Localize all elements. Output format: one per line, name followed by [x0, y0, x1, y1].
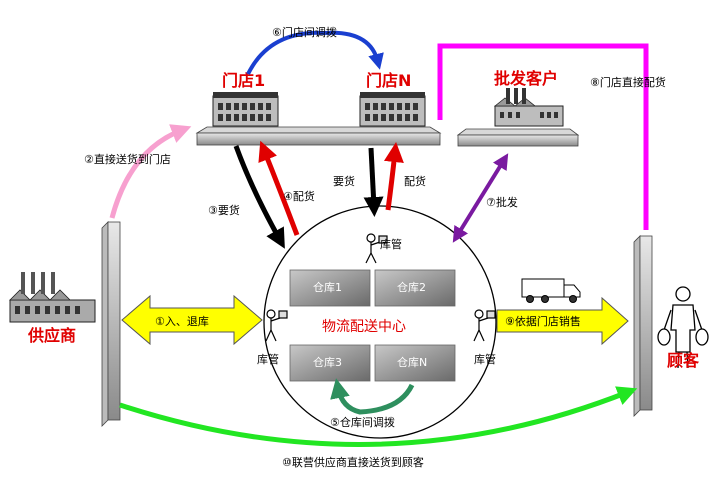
flow-5-label: ⑤仓库间调拨	[330, 415, 395, 429]
flow-1-double-arrow	[121, 294, 263, 346]
warehouse-n: 仓库N	[374, 344, 456, 382]
keeper-top-label: 库管	[380, 237, 402, 251]
wholesale-factory-icon	[493, 88, 564, 127]
flow-7-label: ⑦批发	[486, 195, 518, 209]
customer-label: 顾客	[667, 351, 700, 370]
store1-label: 门店1	[222, 71, 265, 90]
warehouse-1: 仓库1	[289, 269, 371, 307]
flow-5-arrow	[330, 378, 415, 415]
flow-7-arrow	[452, 153, 509, 243]
customer-bar	[633, 235, 653, 417]
distribute-label: 配货	[404, 174, 426, 188]
flow-2-label: ②直接送货到门店	[84, 152, 171, 166]
keeper-left-label: 库管	[257, 352, 279, 366]
warehouse-2-label: 仓库2	[397, 280, 426, 294]
flow-9-label: ⑨依据门店销售	[505, 314, 581, 328]
flow-6-arrow	[324, 30, 384, 70]
warehouse-3: 仓库3	[289, 344, 371, 382]
keeper-top-icon	[365, 233, 388, 264]
warehouse-2: 仓库2	[374, 269, 456, 307]
keeper-right-label: 库管	[474, 352, 496, 366]
flow-1-label: ①入、退库	[155, 315, 209, 328]
keeper-right-icon	[473, 309, 496, 342]
flow-8-label: ⑧门店直接配货	[590, 75, 666, 89]
flow-10-label: ⑩联营供应商直接送货到顾客	[282, 455, 424, 469]
flow-10-arrow	[119, 386, 638, 447]
truck-icon	[521, 278, 581, 303]
warehouse-3-label: 仓库3	[313, 355, 342, 369]
flow-6-label: ⑥门店间调拨	[272, 25, 337, 39]
supplier-label: 供应商	[27, 326, 76, 345]
request-arrow-storeN	[363, 147, 384, 217]
wholesale-label: 批发客户	[494, 69, 558, 88]
warehouse-1-label: 仓库1	[313, 280, 342, 294]
supplier-factory-icon	[9, 272, 96, 323]
flow-4-arrow	[258, 140, 300, 236]
store1-building-icon	[212, 92, 279, 127]
storeN-building-icon	[359, 92, 426, 127]
customer-figure-icon	[657, 286, 709, 369]
flow-8-line	[437, 43, 649, 230]
warehouse-n-label: 仓库N	[397, 355, 427, 369]
supplier-bar	[101, 221, 121, 427]
center-title: 物流配送中心	[322, 319, 406, 335]
flow-3-arrow	[233, 145, 285, 249]
flow-4-label: ④配货	[283, 189, 315, 203]
stores-shelf	[195, 126, 442, 146]
keeper-left-icon	[265, 309, 288, 342]
request-label: 要货	[333, 174, 355, 188]
flow-6-left-arc	[246, 30, 326, 75]
wholesale-shelf	[456, 128, 580, 147]
flow-9-arrow	[496, 296, 629, 346]
flow-3-label: ③要货	[208, 203, 240, 217]
storeN-label: 门店N	[366, 71, 411, 90]
flow-2-arrow	[109, 124, 192, 219]
flow-10-label-bg	[276, 453, 470, 469]
distribute-arrow-storeN	[383, 142, 404, 211]
